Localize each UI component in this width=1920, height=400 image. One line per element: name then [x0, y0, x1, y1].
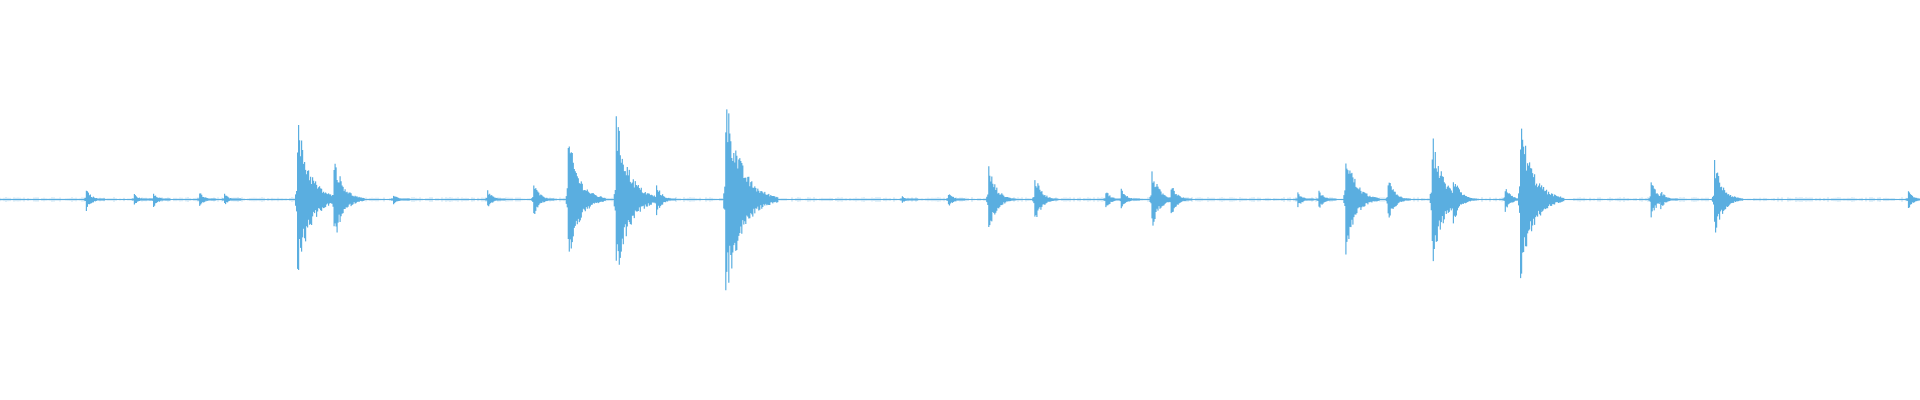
waveform-burst — [1316, 190, 1337, 208]
waveform-burst — [531, 185, 555, 214]
waveform-burst — [723, 109, 779, 291]
waveform-bursts — [0, 109, 1920, 291]
waveform-burst — [197, 193, 217, 206]
waveform-burst — [986, 166, 1016, 227]
waveform-burst — [1712, 159, 1744, 233]
waveform-burst — [222, 193, 242, 205]
waveform-burst — [945, 194, 966, 206]
waveform-burst — [1168, 187, 1192, 214]
waveform-burst — [1450, 182, 1477, 224]
waveform-burst — [391, 195, 411, 205]
waveform-burst — [1905, 191, 1920, 209]
waveform-burst — [1118, 188, 1140, 209]
waveform-burst — [83, 190, 105, 212]
waveform-burst — [1295, 192, 1315, 208]
waveform-burst — [485, 190, 506, 207]
waveform-burst — [1385, 182, 1411, 218]
waveform-burst — [654, 185, 677, 216]
waveform-burst — [1343, 163, 1380, 255]
waveform-burst — [1658, 191, 1679, 210]
waveform-burst — [1539, 187, 1562, 212]
waveform-burst — [151, 193, 171, 207]
waveform-burst — [1032, 180, 1059, 217]
waveform-burst — [565, 146, 606, 252]
waveform-burst — [131, 193, 151, 205]
waveform-burst — [331, 163, 365, 233]
waveform-burst — [613, 116, 661, 265]
waveform-burst — [1518, 128, 1565, 279]
waveform-burst — [899, 196, 918, 203]
